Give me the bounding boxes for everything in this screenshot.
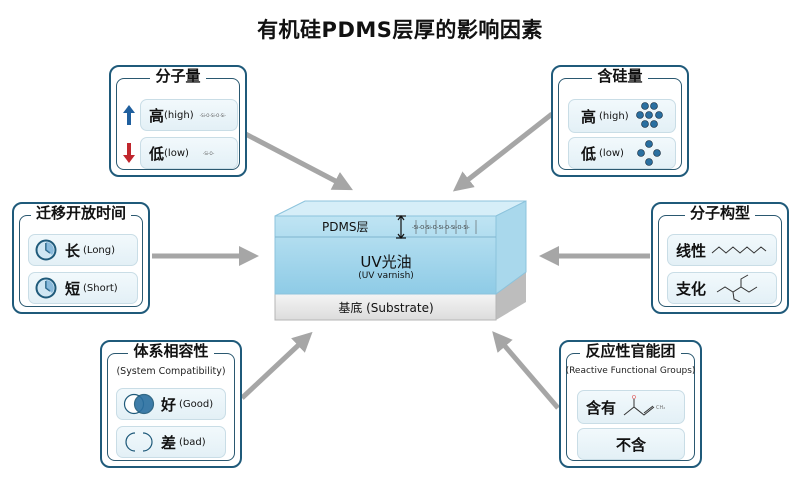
pill-short: 短 (Short) xyxy=(28,272,138,304)
pill-main: 低 xyxy=(149,144,165,163)
branched-chain-icon xyxy=(716,274,758,302)
pill-sub: (high) xyxy=(164,109,194,121)
substrate-label: 基底 (Substrate) xyxy=(338,300,433,315)
arrow-molecular-weight xyxy=(236,127,353,191)
short-chain-structure: -Si-O- xyxy=(202,150,215,156)
card-functional-groups: 反应性官能团 (Reactive Functional Groups) 含有 O… xyxy=(559,340,702,468)
pill-sub: (low) xyxy=(599,147,624,159)
arrow-functional-groups xyxy=(492,331,560,410)
pill-main: 差 xyxy=(161,433,177,452)
pill-branched: 支化 xyxy=(667,272,777,304)
pill-linear: 线性 xyxy=(667,234,777,266)
long-chain-structure: -Si-O-Si-O-Si- xyxy=(199,112,226,118)
pill-bad: 差 (bad) xyxy=(116,426,226,458)
pill-sub: (Good) xyxy=(179,398,214,410)
many-si-atoms-icon xyxy=(635,102,663,128)
pill-sub: (low) xyxy=(164,147,189,159)
arrow-down-icon xyxy=(123,143,135,163)
card-silicon-content: 含硅量 高 (high) 低 (low) xyxy=(551,65,689,177)
pill-main: 含有 xyxy=(586,398,617,417)
liquid-front xyxy=(274,215,497,295)
clock-icon xyxy=(35,277,57,299)
thickness-arrowheads xyxy=(397,215,405,239)
pill-main: 高 xyxy=(149,106,165,125)
acrylate-structure-icon: O CH₂ xyxy=(623,395,665,416)
ch2-label: CH₂ xyxy=(656,405,665,411)
diagram-title: 有机硅PDMS层厚的影响因素 xyxy=(257,18,543,42)
pill-high: 高 (high) xyxy=(568,99,676,133)
pill-contains: 含有 O CH₂ xyxy=(577,390,685,424)
arrow-up-icon xyxy=(123,105,135,125)
card-title: 分子构型 xyxy=(684,204,755,222)
card-title-wrapper: 含硅量 xyxy=(553,65,687,86)
overlapping-circles-icon xyxy=(123,393,155,415)
linear-chain-icon xyxy=(711,246,767,254)
liquid-top xyxy=(274,200,527,217)
pill-sub: (Short) xyxy=(83,282,118,294)
card-title: 分子量 xyxy=(150,67,206,85)
oxygen-label: O xyxy=(632,395,636,401)
pill-sub: (Long) xyxy=(83,244,116,256)
card-migration-time: 迁移开放时间 长 (Long) 短 (Short) xyxy=(12,202,150,314)
arrow-compatibility xyxy=(240,331,313,400)
card-title: 反应性官能团 xyxy=(580,342,681,360)
pill-not-contains: 不含 xyxy=(577,428,685,460)
pill-main: 好 xyxy=(161,395,177,414)
card-title-wrapper: 分子构型 xyxy=(653,202,787,223)
separated-shapes-icon xyxy=(125,432,153,452)
pill-low: 低 (low) xyxy=(568,137,676,169)
pdms-chain-ticks xyxy=(415,220,477,234)
pill-main: 短 xyxy=(65,279,81,298)
card-compatibility: 体系相容性 (System Compatibility) 好 (Good) 差 … xyxy=(100,340,242,468)
pdms-chain: -Si-O-Si-O-Si-O-Si-O-Si- xyxy=(412,225,470,231)
card-title: 迁移开放时间 xyxy=(30,204,131,222)
clock-icon xyxy=(35,239,57,261)
pill-main: 长 xyxy=(65,241,81,260)
card-subtitle: (System Compatibility) xyxy=(116,366,226,377)
substrate-side xyxy=(496,272,526,320)
card-title-wrapper: 迁移开放时间 xyxy=(14,202,148,223)
pill-sub: (high) xyxy=(599,110,629,122)
few-si-atoms-icon xyxy=(637,140,661,166)
pill-long: 长 (Long) xyxy=(28,234,138,266)
pill-main: 不含 xyxy=(615,435,646,454)
pill-sub: (bad) xyxy=(179,436,206,448)
pill-main: 支化 xyxy=(676,279,707,298)
pill-main: 线性 xyxy=(676,241,707,260)
card-molecular-weight: 分子量 高 (high) -Si-O-Si-O-Si- 低 (low) -Si-… xyxy=(109,65,247,177)
pill-high: 高 (high) -Si-O-Si-O-Si- xyxy=(140,99,238,131)
card-title-wrapper: 体系相容性 xyxy=(102,340,240,361)
pdms-layer-label: PDMS层 xyxy=(322,220,368,234)
pill-main: 高 xyxy=(581,107,597,126)
card-subtitle: (Reactive Functional Groups) xyxy=(565,366,696,376)
uv-varnish-label: UV光油 xyxy=(360,253,411,271)
card-title: 体系相容性 xyxy=(128,342,214,360)
card-title-wrapper: 分子量 xyxy=(111,65,245,86)
card-title-wrapper: 反应性官能团 xyxy=(561,340,700,361)
uv-varnish-sublabel: (UV varnish) xyxy=(358,271,414,281)
pill-good: 好 (Good) xyxy=(116,388,226,420)
card-molecular-structure: 分子构型 线性 支化 xyxy=(651,202,789,314)
pill-main: 低 xyxy=(581,144,597,163)
pill-low: 低 (low) -Si-O- xyxy=(140,137,238,169)
card-title: 含硅量 xyxy=(592,67,648,85)
arrow-silicon-content xyxy=(452,112,554,192)
